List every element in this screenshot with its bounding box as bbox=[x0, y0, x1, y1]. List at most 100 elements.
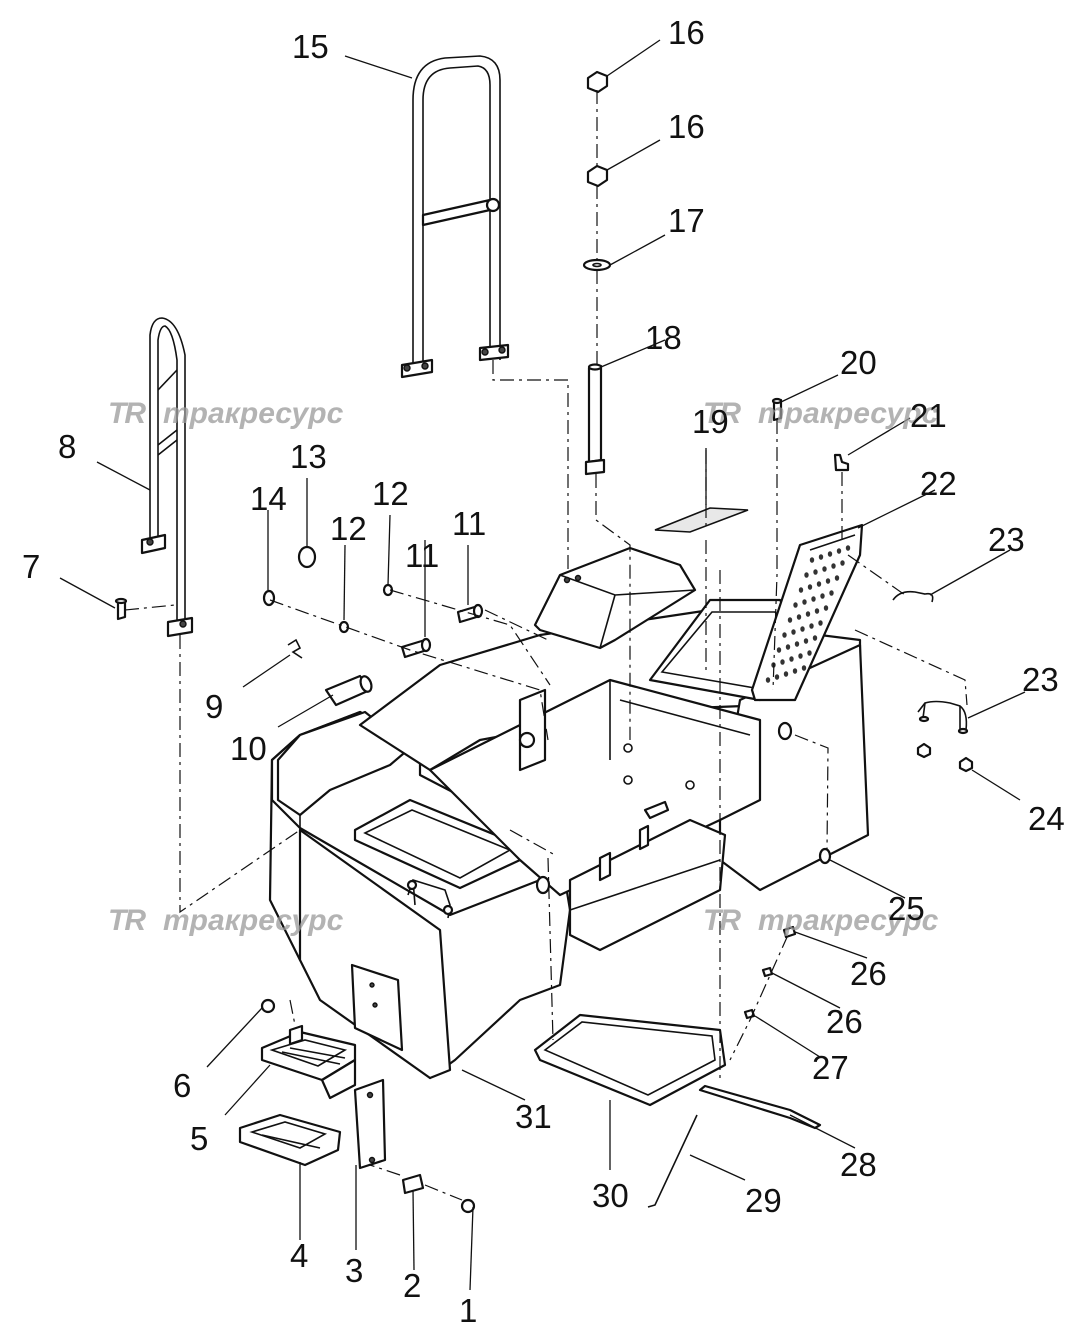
watermark-logo: TR bbox=[108, 904, 146, 937]
perforation-hole bbox=[818, 554, 824, 560]
callout-16b: 16 bbox=[668, 108, 705, 145]
perforation-hole bbox=[793, 602, 798, 608]
watermark-logo: TR bbox=[703, 904, 741, 937]
perforation-hole bbox=[805, 611, 811, 617]
callout-21: 21 bbox=[910, 397, 947, 434]
perforation-hole bbox=[816, 581, 822, 587]
callout-30: 30 bbox=[592, 1177, 629, 1214]
perforation-hole bbox=[776, 647, 782, 653]
step-assembly bbox=[238, 1024, 425, 1195]
perforation-hole bbox=[780, 659, 785, 665]
rear-handrail bbox=[400, 55, 510, 379]
perforation-hole bbox=[822, 566, 827, 572]
perforation-hole bbox=[829, 590, 834, 596]
perforation-hole bbox=[818, 620, 823, 626]
callout-4: 4 bbox=[290, 1237, 308, 1274]
tray bbox=[533, 1013, 727, 1107]
callout-18: 18 bbox=[645, 319, 682, 356]
perforation-hole bbox=[820, 593, 825, 599]
callout-17: 17 bbox=[668, 202, 705, 239]
perforation-hole bbox=[809, 623, 814, 629]
watermark-text: тракресурс bbox=[758, 397, 939, 430]
callouts: 1 2 3 4 5 6 7 8 9 10 11 11 12 12 13 14 1… bbox=[22, 14, 1065, 1329]
perforation-hole bbox=[845, 545, 851, 551]
perforation-hole bbox=[801, 665, 807, 671]
perforation-hole bbox=[792, 668, 798, 674]
perforation-hole bbox=[827, 551, 833, 557]
callout-13: 13 bbox=[290, 438, 327, 475]
callout-6: 6 bbox=[173, 1067, 191, 1104]
callout-27: 27 bbox=[812, 1049, 849, 1086]
callout-22: 22 bbox=[920, 465, 957, 502]
perforation-hole bbox=[782, 632, 787, 638]
watermark-bottom-right: TR тракресурс bbox=[703, 904, 939, 937]
platform-body bbox=[268, 546, 870, 1080]
perforation-hole bbox=[807, 650, 812, 656]
perforation-hole bbox=[811, 596, 816, 602]
watermark-top-left: TR тракресурс bbox=[108, 397, 344, 430]
callout-26b: 26 bbox=[826, 1003, 863, 1040]
callout-12b: 12 bbox=[372, 475, 409, 512]
side-handrail bbox=[140, 317, 194, 638]
perforation-hole bbox=[812, 635, 818, 641]
perforation-hole bbox=[794, 641, 800, 647]
leader-lines bbox=[59, 39, 1026, 1291]
perforation-hole bbox=[796, 614, 802, 620]
callout-25: 25 bbox=[888, 890, 925, 927]
callout-28: 28 bbox=[840, 1146, 877, 1183]
perforation-hole bbox=[803, 638, 809, 644]
watermark-text: тракресурс bbox=[758, 904, 939, 937]
callout-12a: 12 bbox=[330, 510, 367, 547]
perforation-hole bbox=[791, 629, 796, 635]
callout-15: 15 bbox=[292, 28, 329, 65]
perforation-hole bbox=[800, 626, 805, 632]
callout-31: 31 bbox=[515, 1098, 552, 1135]
perforation-hole bbox=[783, 671, 789, 677]
callout-3: 3 bbox=[345, 1252, 363, 1289]
assembly-lines bbox=[124, 90, 968, 1201]
perforation-hole bbox=[807, 584, 813, 590]
small-parts bbox=[114, 70, 974, 1214]
watermark-text: тракресурс bbox=[163, 397, 344, 430]
callout-24: 24 bbox=[1028, 800, 1065, 837]
callout-23a: 23 bbox=[988, 521, 1025, 558]
callout-23b: 23 bbox=[1022, 661, 1059, 698]
perforation-hole bbox=[774, 674, 780, 680]
callout-10: 10 bbox=[230, 730, 267, 767]
callout-5: 5 bbox=[190, 1120, 208, 1157]
perforation-hole bbox=[798, 587, 804, 593]
perforation-hole bbox=[834, 575, 840, 581]
perforation-hole bbox=[809, 557, 815, 563]
watermark-top-right: TR тракресурс bbox=[703, 397, 939, 430]
callout-20: 20 bbox=[840, 344, 877, 381]
callout-1: 1 bbox=[459, 1292, 477, 1329]
perforation-hole bbox=[813, 569, 818, 575]
seat-mat bbox=[654, 507, 749, 533]
perforation-hole bbox=[789, 656, 794, 662]
plate-perforations bbox=[765, 545, 851, 683]
callout-7: 7 bbox=[22, 548, 40, 585]
perforation-hole bbox=[787, 617, 793, 623]
callout-8: 8 bbox=[58, 428, 76, 465]
watermark-text: тракресурс bbox=[163, 904, 344, 937]
perforation-hole bbox=[804, 572, 809, 578]
watermark-logo: TR bbox=[108, 397, 146, 430]
watermark-logo: TR bbox=[703, 397, 741, 430]
callout-26a: 26 bbox=[850, 955, 887, 992]
watermark-bottom-left: TR тракресурс bbox=[108, 904, 344, 937]
perforation-hole bbox=[798, 653, 803, 659]
perforation-hole bbox=[765, 677, 771, 683]
callout-11a: 11 bbox=[405, 537, 439, 574]
perforation-hole bbox=[831, 563, 836, 569]
perforated-floor-plate bbox=[750, 523, 864, 702]
perforation-hole bbox=[802, 599, 807, 605]
perforation-hole bbox=[836, 548, 842, 554]
callout-9: 9 bbox=[205, 688, 223, 725]
perforation-hole bbox=[814, 608, 820, 614]
callout-16a: 16 bbox=[668, 14, 705, 51]
callout-14: 14 bbox=[250, 480, 287, 517]
perforation-hole bbox=[823, 605, 829, 611]
perforation-hole bbox=[785, 644, 791, 650]
callout-2: 2 bbox=[403, 1267, 421, 1304]
